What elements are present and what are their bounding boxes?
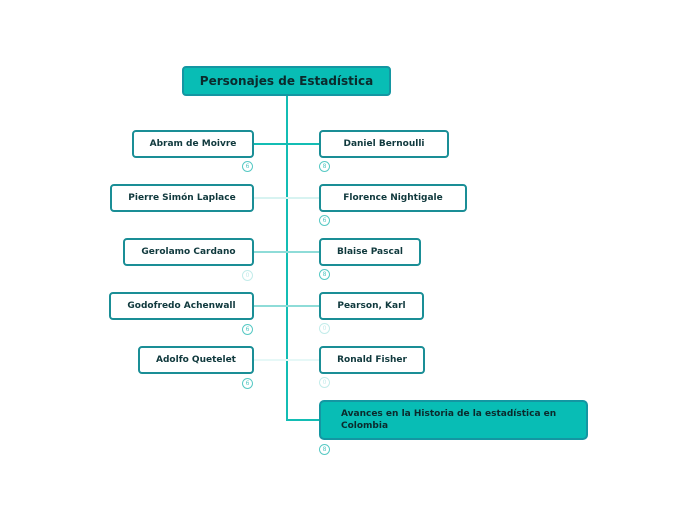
topic-label: Florence Nightigale bbox=[343, 193, 443, 203]
topic-pierre-simon-laplace[interactable]: Pierre Simón Laplace bbox=[110, 184, 254, 212]
topic-daniel-bernoulli[interactable]: Daniel Bernoulli bbox=[319, 130, 449, 158]
count-badge[interactable]: 0 bbox=[242, 270, 253, 281]
topic-label: Abram de Moivre bbox=[149, 139, 237, 149]
topic-avances-historia-colombia[interactable]: Avances en la Historia de la estadística… bbox=[319, 400, 588, 440]
topic-pearson-karl[interactable]: Pearson, Karl bbox=[319, 292, 424, 320]
connector-line bbox=[252, 197, 320, 199]
count-badge[interactable]: 6 bbox=[242, 378, 253, 389]
count-badge[interactable]: 6 bbox=[242, 324, 253, 335]
topic-label: Ronald Fisher bbox=[337, 355, 407, 365]
count-badge[interactable]: 6 bbox=[319, 215, 330, 226]
topic-label: Pierre Simón Laplace bbox=[128, 193, 236, 203]
topic-adolfo-quetelet[interactable]: Adolfo Quetelet bbox=[138, 346, 254, 374]
connector-line bbox=[252, 251, 320, 253]
count-badge[interactable]: 6 bbox=[242, 161, 253, 172]
topic-label: Godofredo Achenwall bbox=[127, 301, 236, 311]
connector-line bbox=[252, 143, 320, 145]
root-topic[interactable]: Personajes de Estadística bbox=[182, 66, 391, 96]
topic-label: Avances en la Historia de la estadística… bbox=[341, 409, 557, 431]
count-badge[interactable]: 8 bbox=[319, 269, 330, 280]
topic-florence-nightigale[interactable]: Florence Nightigale bbox=[319, 184, 467, 212]
topic-blaise-pascal[interactable]: Blaise Pascal bbox=[319, 238, 421, 266]
topic-godofredo-achenwall[interactable]: Godofredo Achenwall bbox=[109, 292, 254, 320]
topic-label: Blaise Pascal bbox=[337, 247, 403, 257]
connector-line bbox=[286, 419, 320, 421]
topic-label: Gerolamo Cardano bbox=[141, 247, 236, 257]
trunk-line bbox=[286, 95, 288, 421]
topic-abram-de-moivre[interactable]: Abram de Moivre bbox=[132, 130, 254, 158]
count-badge[interactable]: 0 bbox=[319, 377, 330, 388]
topic-label: Pearson, Karl bbox=[337, 301, 406, 311]
count-badge[interactable]: 0 bbox=[319, 323, 330, 334]
count-badge[interactable]: 8 bbox=[319, 444, 330, 455]
topic-gerolamo-cardano[interactable]: Gerolamo Cardano bbox=[123, 238, 254, 266]
topic-ronald-fisher[interactable]: Ronald Fisher bbox=[319, 346, 425, 374]
topic-label: Daniel Bernoulli bbox=[343, 139, 425, 149]
topic-label: Adolfo Quetelet bbox=[156, 355, 236, 365]
count-badge[interactable]: 8 bbox=[319, 161, 330, 172]
connector-line bbox=[252, 359, 320, 361]
root-topic-label: Personajes de Estadística bbox=[199, 74, 374, 88]
connector-line bbox=[252, 305, 320, 307]
